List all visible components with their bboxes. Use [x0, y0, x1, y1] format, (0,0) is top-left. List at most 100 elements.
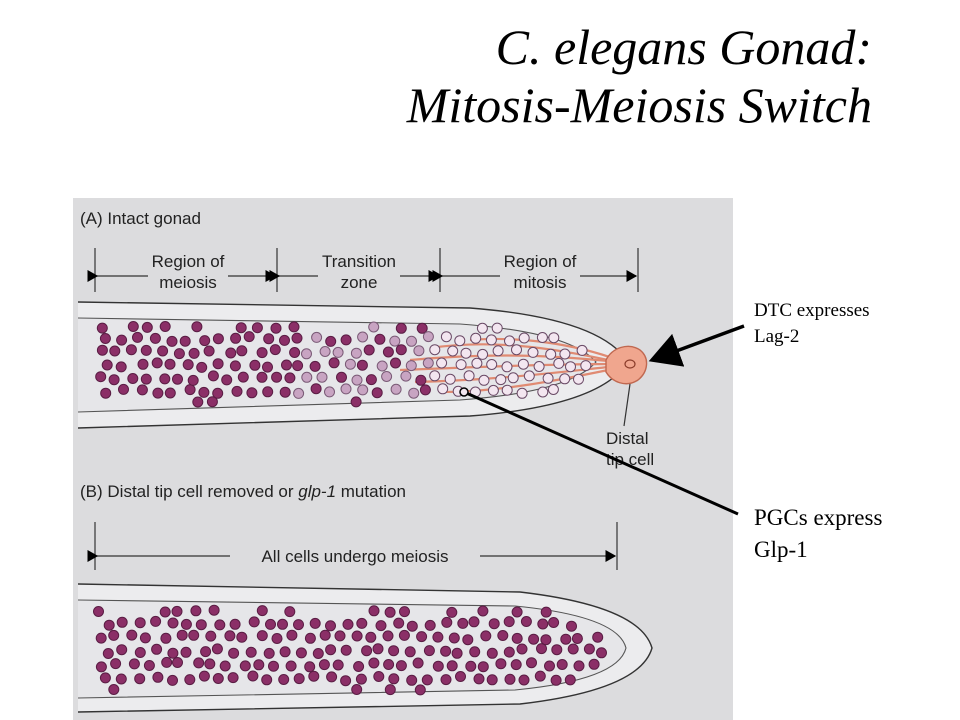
germ-cell — [172, 373, 183, 385]
germ-cell — [361, 645, 373, 657]
germ-cell — [344, 358, 356, 370]
germ-cell — [501, 361, 513, 373]
germ-cell — [473, 673, 485, 685]
germ-cell — [198, 386, 210, 398]
germ-cell — [256, 347, 268, 359]
germ-cell — [139, 632, 151, 644]
germ-cell — [511, 344, 522, 356]
germ-cell — [132, 331, 143, 343]
germ-cell — [559, 373, 571, 385]
germ-cell — [125, 344, 137, 356]
germ-cell — [190, 605, 202, 617]
germ-cell — [375, 620, 387, 632]
germ-cell — [207, 370, 219, 382]
germ-cell — [560, 633, 572, 645]
germ-cell — [470, 332, 482, 344]
germ-cell — [556, 659, 568, 670]
germ-cell — [140, 373, 152, 385]
germ-cell — [518, 674, 530, 686]
germ-cell — [115, 361, 127, 373]
germ-cell — [150, 615, 162, 627]
germ-cell — [173, 348, 185, 360]
germ-cell — [180, 618, 192, 630]
germ-cell — [592, 631, 604, 643]
germ-cell — [179, 335, 191, 347]
germ-cell — [284, 372, 296, 384]
germ-cell — [510, 659, 522, 671]
germ-cell — [446, 606, 458, 618]
germ-cell — [429, 344, 441, 356]
germ-cell — [526, 657, 537, 669]
germ-cell — [480, 630, 492, 642]
germ-cell — [384, 606, 396, 618]
germ-cell — [351, 684, 363, 695]
germ-cell — [128, 658, 140, 670]
germ-cell — [416, 322, 428, 334]
germ-cell — [200, 646, 212, 658]
germ-cell — [460, 347, 472, 359]
germ-cell — [311, 331, 323, 343]
germ-cell — [224, 630, 236, 642]
germ-cell — [548, 617, 560, 628]
germ-cell — [463, 370, 475, 382]
germ-cell — [230, 332, 242, 344]
germ-cell — [235, 322, 247, 334]
pgc-pointer-cell — [459, 387, 469, 397]
germ-cell — [395, 322, 407, 334]
germ-cell — [198, 670, 210, 682]
germ-cell — [536, 643, 547, 655]
germ-cell — [325, 644, 337, 656]
germ-cell — [309, 617, 321, 629]
germ-cell — [504, 335, 515, 347]
germ-cell — [406, 620, 418, 632]
germ-cell — [206, 396, 218, 408]
germ-cell — [159, 606, 171, 618]
germ-cell — [389, 335, 401, 347]
germ-cell — [373, 671, 385, 682]
germ-cell — [180, 646, 192, 658]
germ-cell — [256, 371, 268, 383]
germ-cell — [400, 370, 412, 382]
germ-cell — [353, 661, 365, 672]
germ-cell — [368, 605, 380, 617]
germ-cell — [288, 321, 300, 333]
germ-cell — [324, 386, 335, 398]
germ-cell — [134, 673, 146, 685]
germ-cell — [465, 660, 477, 672]
germ-cell — [468, 616, 480, 628]
germ-cell — [564, 674, 576, 686]
germ-cell — [116, 616, 128, 628]
germ-cell — [516, 387, 528, 399]
germ-cell — [382, 630, 394, 642]
germ-cell — [228, 647, 240, 659]
germ-cell — [395, 344, 407, 356]
germ-cell — [351, 630, 363, 642]
germ-cell — [571, 633, 583, 644]
germ-cell — [214, 619, 226, 631]
germ-cell — [432, 660, 444, 672]
germ-cell — [371, 387, 383, 399]
germ-cell — [376, 360, 388, 372]
germ-cell — [236, 345, 248, 357]
germ-cell — [566, 620, 577, 632]
germ-cell — [368, 657, 380, 669]
germ-cell — [390, 357, 401, 369]
germ-cell — [454, 335, 466, 347]
germ-cell — [437, 383, 449, 395]
germ-cell — [246, 387, 258, 399]
germ-cell — [511, 606, 523, 618]
germ-cell — [159, 373, 171, 385]
germ-cell — [160, 632, 172, 644]
germ-cell — [573, 660, 585, 672]
germ-cell — [350, 347, 362, 359]
germ-cell — [476, 322, 488, 334]
germ-cell — [102, 648, 114, 659]
pgc-annotation-line-1: PGCs express — [754, 505, 883, 530]
germ-cell — [517, 358, 529, 370]
germ-cell — [495, 374, 507, 386]
germ-cell — [212, 358, 224, 370]
germ-cell — [261, 674, 273, 686]
germ-cell — [263, 333, 275, 345]
germ-cell — [227, 672, 239, 684]
germ-cell — [495, 658, 507, 670]
